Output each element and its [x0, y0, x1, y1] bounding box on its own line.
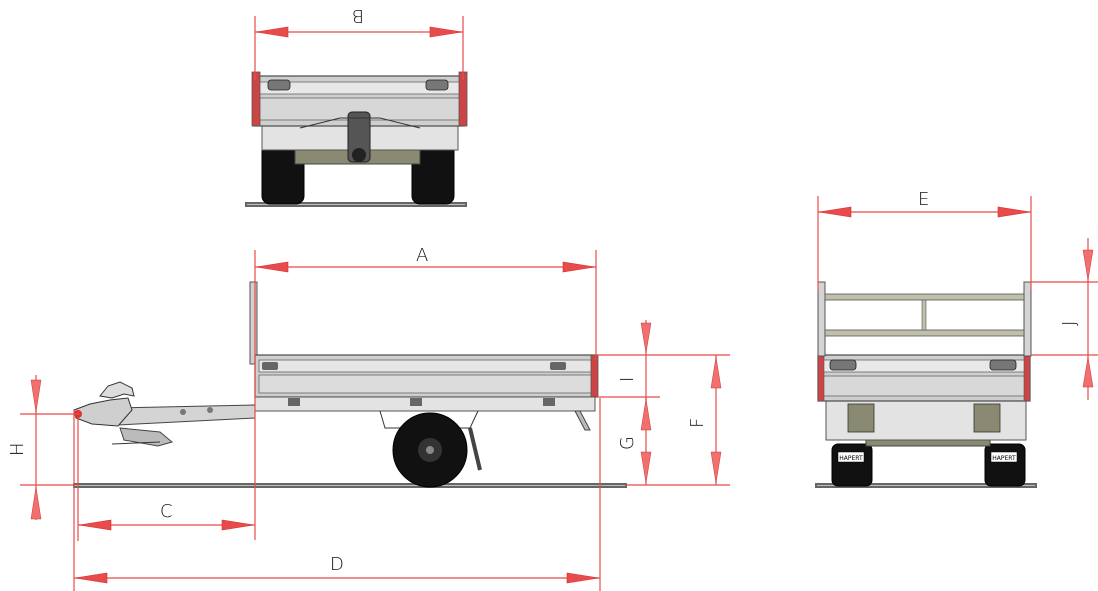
front-view: HAPERT HAPERT	[815, 281, 1037, 488]
rear-view-latch-right	[425, 79, 449, 91]
side-view	[73, 281, 627, 488]
right-plate-text: HAPERT	[992, 455, 1016, 462]
dimension-b: B	[254, 5, 464, 80]
dimension-h-label: H	[7, 442, 28, 456]
dimension-c-label: C	[160, 501, 173, 522]
front-view-ground	[815, 483, 1037, 488]
dimension-e: E	[817, 189, 1032, 290]
dimension-j-label: J	[1059, 321, 1080, 326]
dimension-a: A	[254, 245, 597, 540]
dimension-g-label: G	[617, 436, 638, 450]
dimension-b-label: B	[352, 5, 364, 26]
dimension-d-label: D	[330, 554, 344, 575]
dimension-e-label: E	[918, 189, 929, 210]
dimension-j: J	[1031, 238, 1098, 400]
side-view-drawbar	[117, 404, 256, 426]
rear-view	[245, 71, 468, 207]
front-view-rack-right-post	[1023, 281, 1032, 357]
dimension-d: D	[73, 398, 601, 591]
dimension-i-label: I	[617, 377, 638, 382]
front-view-right-tyre	[984, 443, 1026, 487]
side-view-coupling-head	[73, 397, 133, 427]
rear-view-right-post	[458, 71, 468, 127]
front-view-rack-left-post	[817, 281, 826, 357]
dimension-i: I	[597, 320, 660, 400]
dimension-h: H	[7, 375, 80, 520]
side-view-handbrake	[99, 381, 135, 399]
rear-view-ground	[245, 202, 467, 207]
side-view-front-post	[249, 281, 258, 365]
dimension-g: G	[617, 397, 660, 486]
dimension-c: C	[77, 418, 255, 541]
rear-view-latch-left	[267, 79, 291, 91]
side-view-ground	[73, 483, 627, 488]
dimension-a-label: A	[416, 245, 428, 266]
front-view-rack-bottom-rail	[824, 329, 1025, 337]
rear-view-left-post	[251, 71, 261, 127]
front-view-rack-top-rail	[824, 293, 1025, 301]
left-plate-text: HAPERT	[839, 455, 863, 462]
dimension-f: F	[660, 354, 730, 486]
front-view-left-tyre	[831, 443, 873, 487]
dimension-f-label: F	[687, 418, 708, 428]
